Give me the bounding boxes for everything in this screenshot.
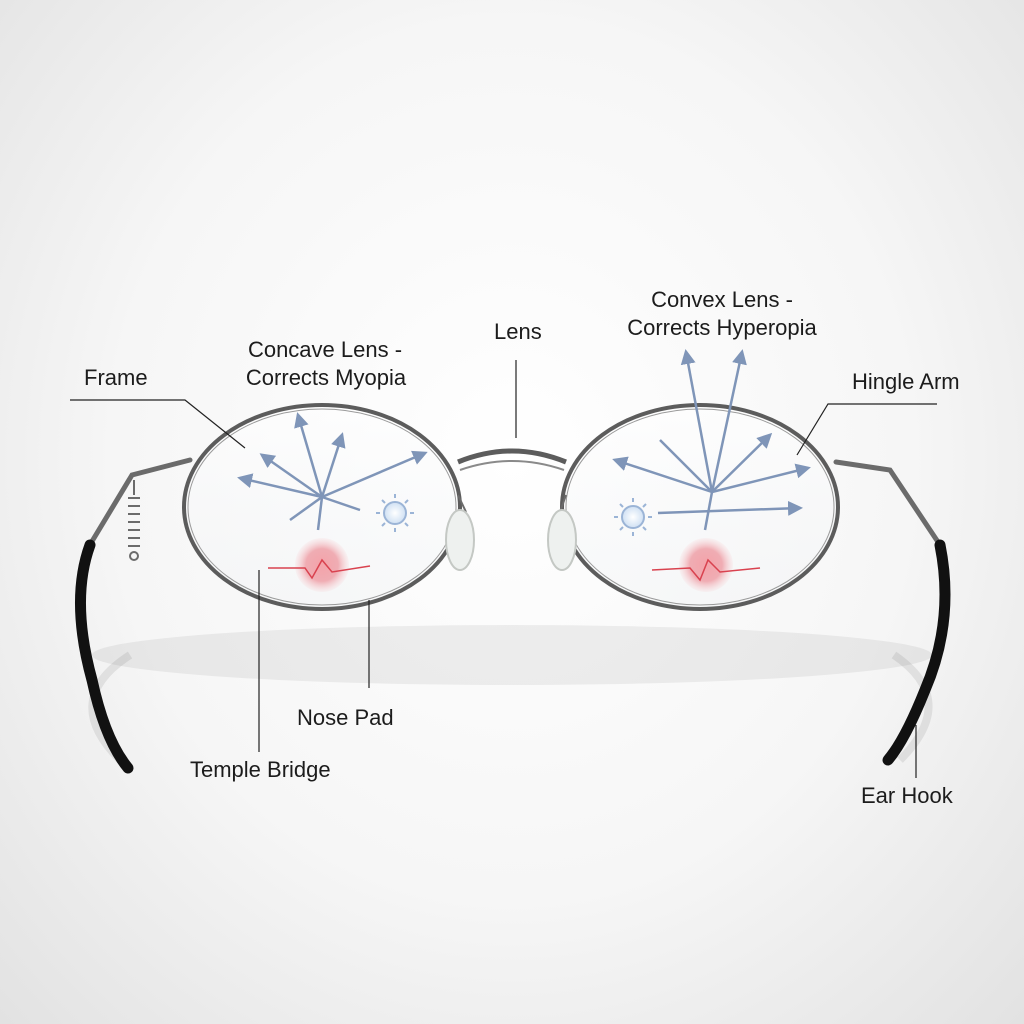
convex-lens-label: Convex Lens - Corrects Hyperopia — [622, 286, 822, 342]
right-temple-arm — [833, 459, 951, 766]
leader-lines — [70, 360, 937, 778]
ear-hook-label: Ear Hook — [861, 783, 953, 808]
right-nose-pad — [547, 494, 577, 571]
right-focal-spot — [651, 538, 761, 592]
left-temple-arm — [75, 457, 193, 774]
hinge-arm-label: Hingle Arm — [852, 369, 960, 394]
hinge-spring — [128, 480, 140, 561]
concave-lens-label: Concave Lens - Corrects Myopia — [242, 336, 410, 392]
left-light-source-icon — [376, 494, 414, 532]
concave-lens-label-line2: Corrects Myopia — [245, 365, 407, 390]
frame-label: Frame — [84, 365, 148, 390]
left-lens-rim — [182, 403, 462, 611]
convex-lens-label-line1: Convex Lens - — [651, 287, 793, 312]
left-focal-spot — [268, 538, 371, 592]
convex-lens-label-line2: Corrects Hyperopia — [627, 315, 817, 340]
frame-leader — [70, 399, 246, 449]
concave-lens-label-line1: Concave Lens - — [247, 337, 403, 362]
temple-bridge-label: Temple Bridge — [190, 757, 331, 782]
left-lens-rim-inner — [187, 408, 457, 606]
hinge-arm-leader — [796, 403, 937, 456]
right-lens — [562, 405, 838, 609]
left-nose-pad — [445, 494, 475, 571]
bridge — [457, 448, 567, 465]
right-lens-rays — [612, 349, 811, 531]
right-light-source-icon — [614, 498, 652, 536]
nose-pad-label: Nose Pad — [297, 705, 394, 730]
lens-label: Lens — [494, 319, 542, 344]
frame-shadow — [92, 625, 932, 685]
temple-shadow-right — [891, 651, 933, 763]
left-lens-rays — [237, 412, 428, 531]
right-lens-rim-inner — [565, 408, 835, 606]
bridge-lower — [459, 460, 565, 471]
